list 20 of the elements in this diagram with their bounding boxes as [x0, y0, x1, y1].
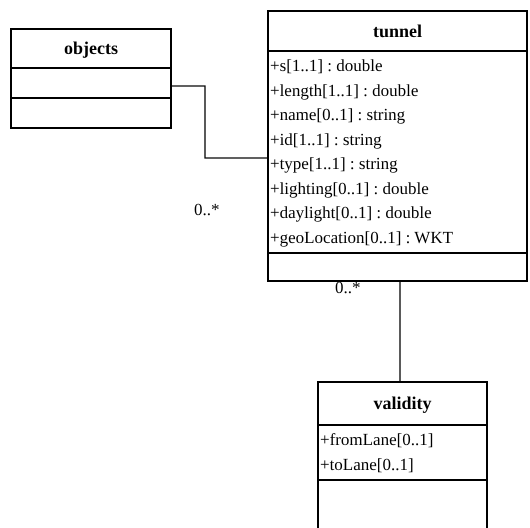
attribute: +geoLocation[0..1] : WKT: [269, 226, 454, 249]
attribute: +id[1..1] : string: [269, 128, 383, 151]
association-line: [172, 85, 267, 159]
attribute: +s[1..1] : double: [269, 55, 384, 77]
class-box: [267, 10, 528, 282]
attribute: +type[1..1] : string: [269, 153, 399, 175]
class-name: tunnel: [269, 12, 526, 52]
attribute: +length[1..1] : double: [269, 80, 420, 102]
association-line: [399, 282, 401, 381]
class-box: [10, 28, 172, 129]
class-name: validity: [319, 383, 486, 426]
multiplicity-label: 0..*: [194, 200, 220, 220]
multiplicity-label: 0..*: [335, 278, 360, 298]
class-box: [317, 381, 488, 528]
attribute: +toLane[0..1]: [319, 454, 415, 476]
class-name: objects: [12, 30, 170, 69]
attribute: +daylight[0..1] : double: [269, 202, 433, 224]
attribute: +lighting[0..1] : double: [269, 178, 430, 200]
attribute: +fromLane[0..1]: [319, 429, 434, 451]
attribute: +name[0..1] : string: [269, 104, 406, 126]
